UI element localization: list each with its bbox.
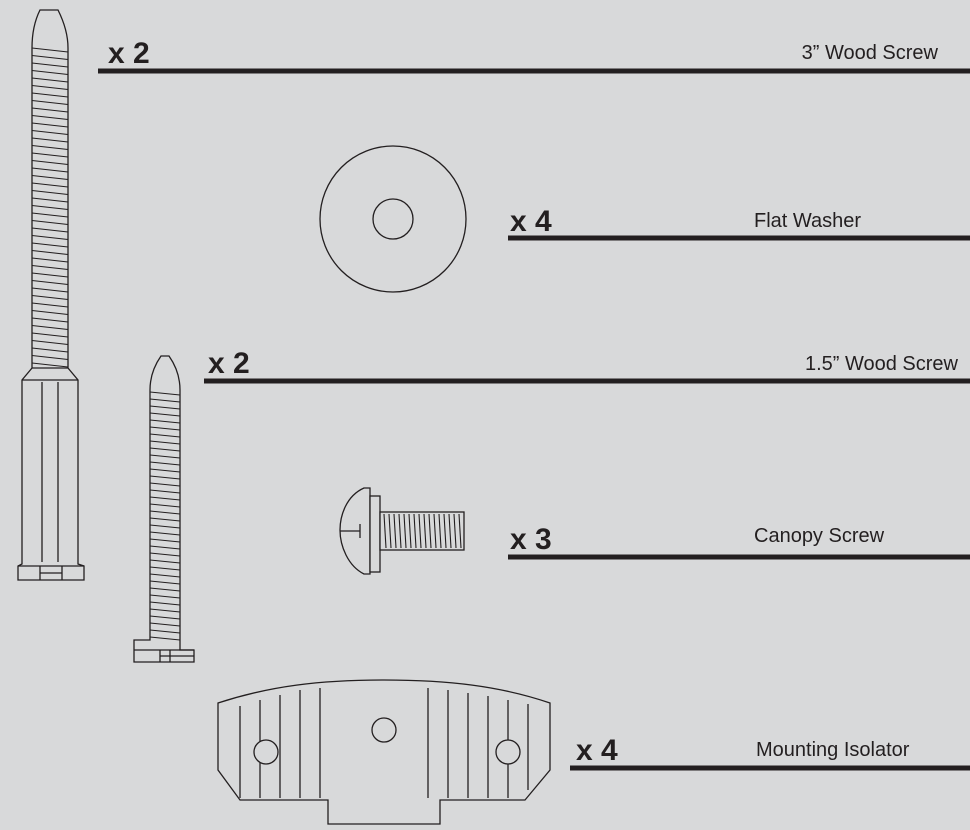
quantity-label: x 3 (510, 523, 552, 556)
part-name: 3” Wood Screw (802, 42, 939, 64)
quantity-label: x 2 (108, 37, 150, 70)
quantity-label: x 4 (510, 205, 552, 238)
mounting-isolator-icon (217, 679, 551, 825)
part-name: Mounting Isolator (756, 739, 910, 761)
short-wood-screw-icon (133, 355, 195, 663)
flat-washer-icon (319, 145, 467, 293)
part-row-long-wood-screw: x 2 3” Wood Screw (98, 37, 970, 74)
part-name: Canopy Screw (754, 525, 885, 547)
part-row-mounting-isolator: x 4 Mounting Isolator (570, 734, 970, 771)
part-row-flat-washer: x 4 Flat Washer (508, 205, 970, 241)
long-wood-screw-icon (17, 9, 85, 581)
part-row-canopy-screw: x 3 Canopy Screw (508, 523, 970, 560)
part-name: 1.5” Wood Screw (805, 353, 959, 375)
part-row-short-wood-screw: x 2 1.5” Wood Screw (204, 347, 970, 384)
part-name: Flat Washer (754, 210, 861, 232)
quantity-label: x 4 (576, 734, 618, 767)
quantity-label: x 2 (208, 347, 250, 380)
canopy-screw-icon (339, 487, 465, 575)
parts-labels: x 2 3” Wood Screw x 4 Flat Washer x 2 1.… (98, 37, 970, 771)
